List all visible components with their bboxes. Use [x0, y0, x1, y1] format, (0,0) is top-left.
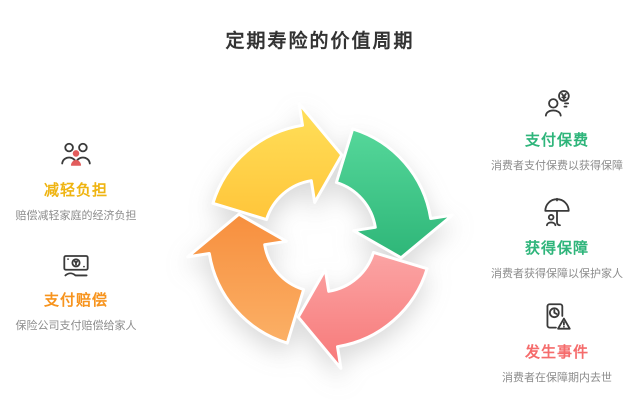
cycle-diagram — [186, 102, 454, 370]
step-desc-get-protection: 消费者获得保障以保护家人 — [491, 268, 623, 280]
step-desc-event-occurs: 消费者在保障期内去世 — [502, 372, 612, 384]
cycle-arrow-compensation — [186, 212, 306, 345]
step-title-pay-compensation: 支付赔偿 — [43, 292, 108, 309]
step-desc-reduce-burden: 赔偿减轻家庭的经济负担 — [15, 210, 137, 222]
step-desc-pay-premium: 消费者支付保费以获得保障 — [491, 160, 623, 172]
family-burden-icon — [59, 138, 93, 172]
step-get-protection: 获得保障 消费者获得保障以保护家人 — [478, 196, 636, 281]
event-warning-icon — [540, 300, 574, 334]
step-desc-pay-compensation: 保险公司支付赔偿给家人 — [15, 320, 137, 332]
step-reduce-burden: 减轻负担 赔偿减轻家庭的经济负担 — [2, 138, 150, 223]
step-title-reduce-burden: 减轻负担 — [43, 182, 108, 199]
step-pay-compensation: 支付赔偿 保险公司支付赔偿给家人 — [2, 248, 150, 333]
step-pay-premium: 支付保费 消费者支付保费以获得保障 — [478, 88, 636, 173]
step-title-get-protection: 获得保障 — [524, 240, 589, 257]
pay-compensation-icon — [59, 248, 93, 282]
cycle-arrow-protection — [334, 127, 454, 260]
page-title: 定期寿险的价值周期 — [225, 31, 415, 52]
premium-payment-icon — [540, 88, 574, 122]
step-title-event-occurs: 发生事件 — [524, 344, 589, 361]
cycle-arrow-event — [296, 250, 429, 370]
step-title-pay-premium: 支付保费 — [524, 132, 589, 149]
step-event-occurs: 发生事件 消费者在保障期内去世 — [478, 300, 636, 385]
cycle-arrow-premium — [211, 102, 344, 222]
protection-umbrella-icon — [540, 196, 574, 230]
